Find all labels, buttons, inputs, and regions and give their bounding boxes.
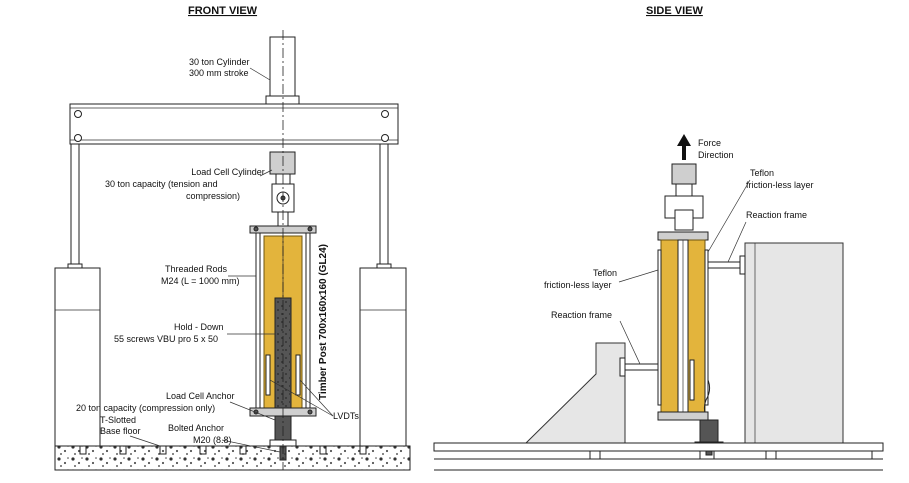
bolted-anchor-label-2: M20 (8.8) [193,435,232,445]
load-cell-anchor-label-2: 20 ton capacity (compression only) [76,403,215,413]
bolted-anchor-label-1: Bolted Anchor [168,423,224,433]
top-reaction-beam [69,103,399,145]
t-slotted-label-1: T-Slotted [100,415,136,425]
side-view-title: SIDE VIEW [646,5,703,17]
timber-post-label: Timber Post 700x160x160 (GL24) [318,244,329,400]
force-arrow-icon [677,134,691,160]
threaded-rod-left [255,232,261,412]
teflon-top-label-2: friction-less layer [746,180,814,190]
side-load-cell-anchor [699,419,719,443]
side-lvdt [689,359,695,401]
load-cell-anchor-label-1: Load Cell Anchor [166,391,235,401]
teflon-left-label-2: friction-less layer [544,280,612,290]
t-slotted-base-floor [54,445,411,471]
beam-bolt [381,110,389,118]
lvdt [295,354,301,396]
force-label-2: Direction [698,150,734,160]
threaded-rod-right [305,232,311,412]
t-slotted-label-2: Base floor [100,426,141,436]
load-cell-cylinder-label-1: Load Cell Cylinder [191,167,265,177]
load-cell-cylinder-label-3: compression) [186,191,240,201]
cylinder-body [269,36,296,98]
left-support-block [54,267,101,447]
side-view: Force Direction [433,134,884,471]
teflon-left-label-1: Teflon [593,268,617,278]
front-view-title: FRONT VIEW [188,5,258,17]
load-cell-cylinder-label-2: 30 ton capacity (tension and [105,179,218,189]
teflon-layer-left [657,249,662,406]
teflon-top-label-1: Teflon [750,168,774,178]
left-column [70,143,80,265]
side-bottom-plate [657,411,709,421]
cylinder-label-1: 30 ton Cylinder [189,57,250,67]
lvdts-label: LVDTs [333,411,359,421]
side-top-plate [657,231,709,241]
hold-down-label-2: 55 screws VBU pro 5 x 50 [114,334,218,344]
right-column [379,143,389,265]
threaded-rods-label-1: Threaded Rods [165,264,228,274]
hold-down-label-1: Hold - Down [174,322,224,332]
beam-bolt [381,134,389,142]
right-support-block [359,267,407,447]
right-reaction-frame [744,242,844,444]
cylinder-base-plate [265,95,300,105]
force-label-1: Force [698,138,721,148]
teflon-layer-right [704,249,709,406]
threaded-rods-label-2: M24 (L = 1000 mm) [161,276,239,286]
beam-bolt [74,134,82,142]
reaction-frame-left-label: Reaction frame [551,310,612,320]
front-view: 30 ton Cylinder 300 mm stroke Load Cell … [54,30,411,471]
reaction-frame-top-label: Reaction frame [746,210,807,220]
side-base-floor [433,442,884,452]
load-cell-cylinder [269,151,296,175]
lvdt [265,354,271,396]
left-reaction-frame [524,342,626,444]
cylinder-label-2: 300 mm stroke [189,68,249,78]
side-load-cell [671,163,697,185]
beam-bolt [74,110,82,118]
